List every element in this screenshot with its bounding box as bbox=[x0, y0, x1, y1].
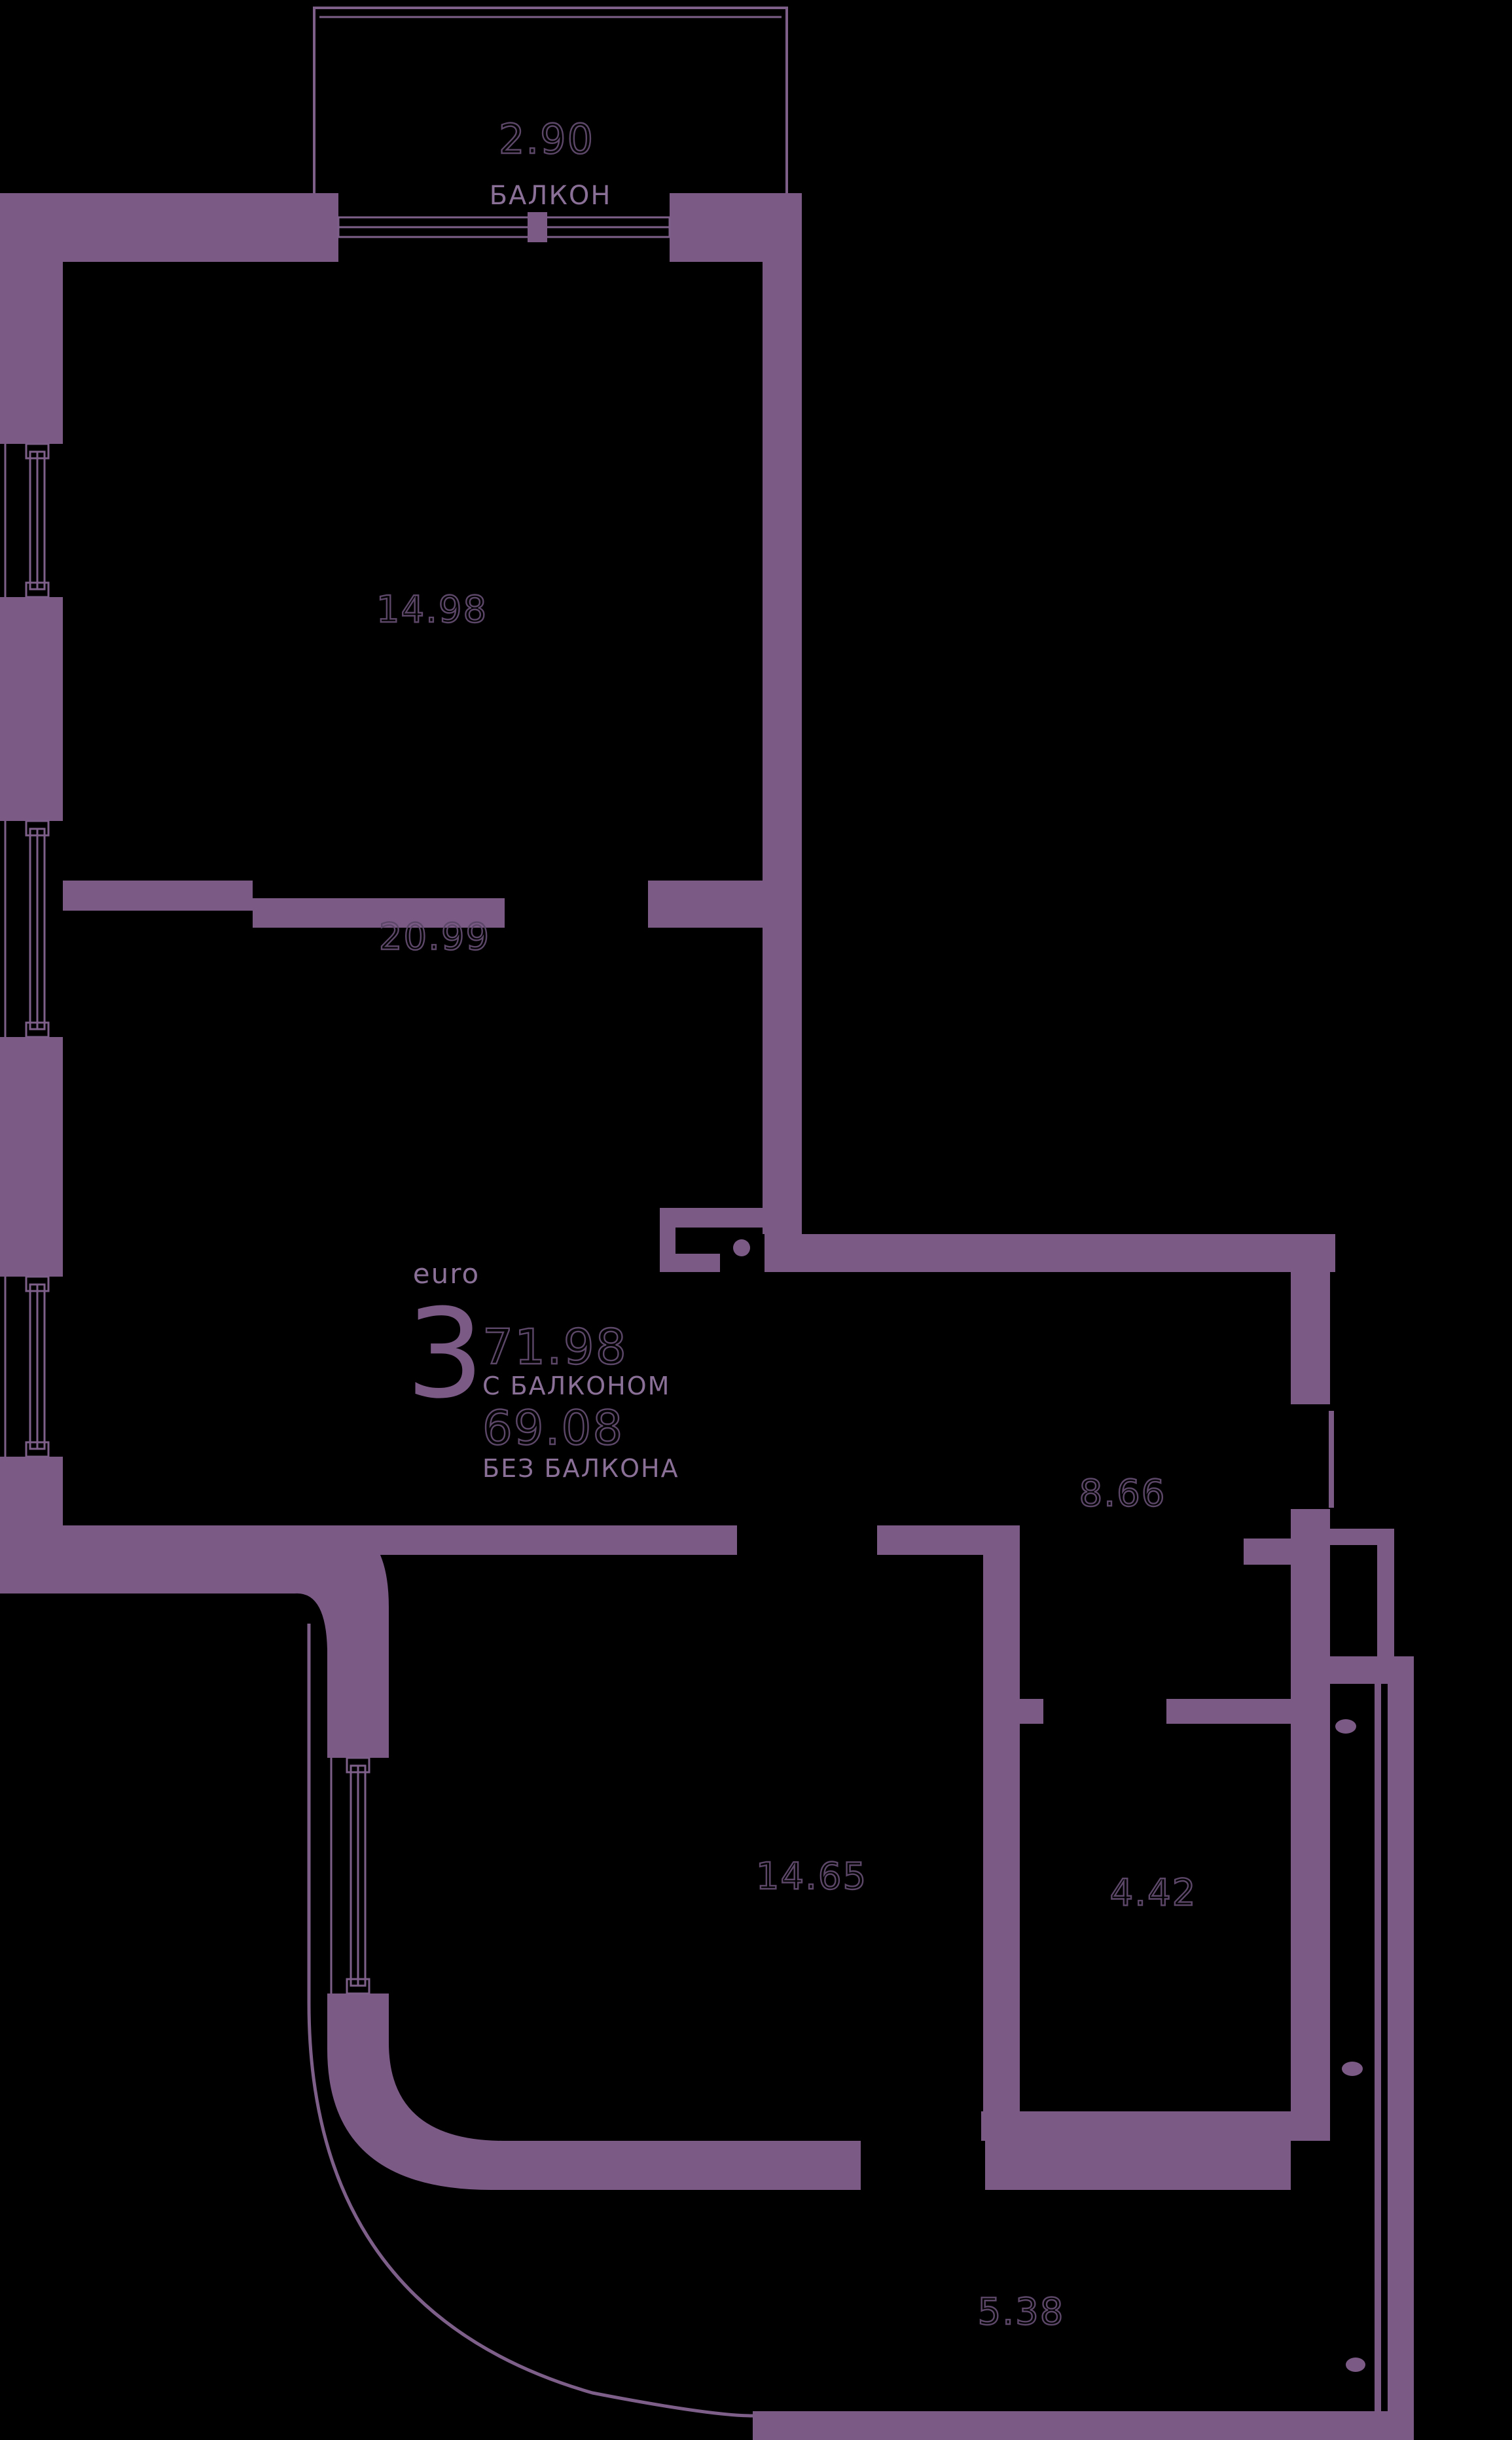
window-bracket bbox=[25, 443, 50, 460]
wall-band-c bbox=[877, 1525, 1020, 1555]
wall-channel-top-band bbox=[1291, 1656, 1414, 1684]
window-bracket bbox=[346, 1978, 370, 1995]
window-3 bbox=[4, 1275, 50, 1458]
door-hinge-dot bbox=[733, 1239, 750, 1256]
wall-corridor-top bbox=[765, 1234, 1335, 1272]
door-hinge-dot bbox=[1346, 2358, 1365, 2372]
window-bracket bbox=[25, 1275, 50, 1292]
window-bracket bbox=[346, 1757, 370, 1774]
wall-right-exterior bbox=[1388, 1684, 1414, 2440]
balcony-area-label: 2.90 bbox=[499, 115, 594, 163]
balcony-outline bbox=[313, 7, 788, 216]
room-area-label-8-66: 8.66 bbox=[1079, 1472, 1166, 1515]
curve-outer-face-line bbox=[307, 1624, 753, 2418]
area-without-balcony-value: 69.08 bbox=[482, 1400, 624, 1455]
wall-curve-upper bbox=[295, 1525, 389, 1741]
wall-left-c bbox=[0, 1037, 63, 1277]
door-hinge-dot bbox=[1342, 2062, 1363, 2076]
window-2 bbox=[4, 820, 50, 1038]
rooms-count-label: 3 bbox=[406, 1283, 484, 1426]
wall-right-top-rooms bbox=[763, 193, 802, 1234]
balcony-window-mullion bbox=[528, 212, 547, 242]
wall-14-65-right bbox=[983, 1555, 1020, 2141]
window-4 bbox=[330, 1757, 370, 1995]
wall-bathroom-bottom bbox=[981, 2111, 1330, 2141]
wall-entry-stub bbox=[1244, 1539, 1291, 1565]
wall-left-b bbox=[0, 597, 63, 821]
wall-hall-top-left bbox=[677, 2141, 861, 2190]
walls bbox=[0, 193, 1414, 2440]
wall-bottom bbox=[753, 2411, 1414, 2440]
entrance-door-leaf bbox=[1329, 1411, 1334, 1508]
area-with-balcony-label: С БАЛКОНОМ bbox=[482, 1372, 670, 1400]
wall-door-nub bbox=[1020, 1699, 1043, 1724]
plan-type-label: euro bbox=[413, 1258, 480, 1290]
wall-curve-lower bbox=[327, 2016, 677, 2190]
area-without-balcony-label: БЕЗ БАЛКОНА bbox=[482, 1454, 679, 1483]
wall-left-d bbox=[0, 1457, 63, 1593]
wall-corridor-right-lower bbox=[1291, 1509, 1330, 2141]
wall-bathroom-top bbox=[1166, 1699, 1291, 1724]
room-area-label-5-38: 5.38 bbox=[978, 2291, 1065, 2333]
wall-hall-top-right bbox=[985, 2141, 1291, 2190]
wall-below-window4 bbox=[327, 1994, 389, 2016]
wall-channel-upper bbox=[1377, 1529, 1394, 1660]
window-bracket bbox=[25, 1021, 50, 1038]
balcony-border bbox=[313, 7, 788, 216]
wall-band-a bbox=[63, 1525, 295, 1593]
wall-divider-a bbox=[63, 881, 253, 911]
wall-divider-c bbox=[648, 881, 763, 928]
room-area-label-14-98: 14.98 bbox=[376, 589, 488, 631]
balcony-name-label: БАЛКОН bbox=[490, 181, 612, 211]
wall-divider-b bbox=[253, 898, 505, 928]
window-bracket bbox=[25, 1441, 50, 1458]
window-bracket bbox=[25, 820, 50, 837]
room-area-label-14-65: 14.65 bbox=[756, 1855, 867, 1898]
balcony-window bbox=[337, 212, 671, 242]
apartment-summary: euro 3 71.98 С БАЛКОНОМ 69.08 БЕЗ БАЛКОН… bbox=[406, 1258, 679, 1483]
wall-left-a bbox=[0, 193, 63, 444]
window-bracket bbox=[25, 581, 50, 598]
door-hinge-dot bbox=[1335, 1719, 1356, 1734]
door-frame-bottom bbox=[660, 1254, 720, 1272]
door-dots bbox=[733, 1239, 1365, 2372]
wall-channel-thin-line bbox=[1375, 1684, 1381, 2411]
room-area-label-20-99: 20.99 bbox=[379, 916, 490, 958]
wall-corridor-right-upper bbox=[1291, 1272, 1330, 1404]
room-area-label-4-42: 4.42 bbox=[1110, 1872, 1197, 1914]
wall-above-window4 bbox=[327, 1741, 389, 1758]
window-1 bbox=[4, 443, 50, 598]
area-with-balcony-value: 71.98 bbox=[482, 1319, 628, 1375]
door-frame-top bbox=[660, 1208, 766, 1228]
